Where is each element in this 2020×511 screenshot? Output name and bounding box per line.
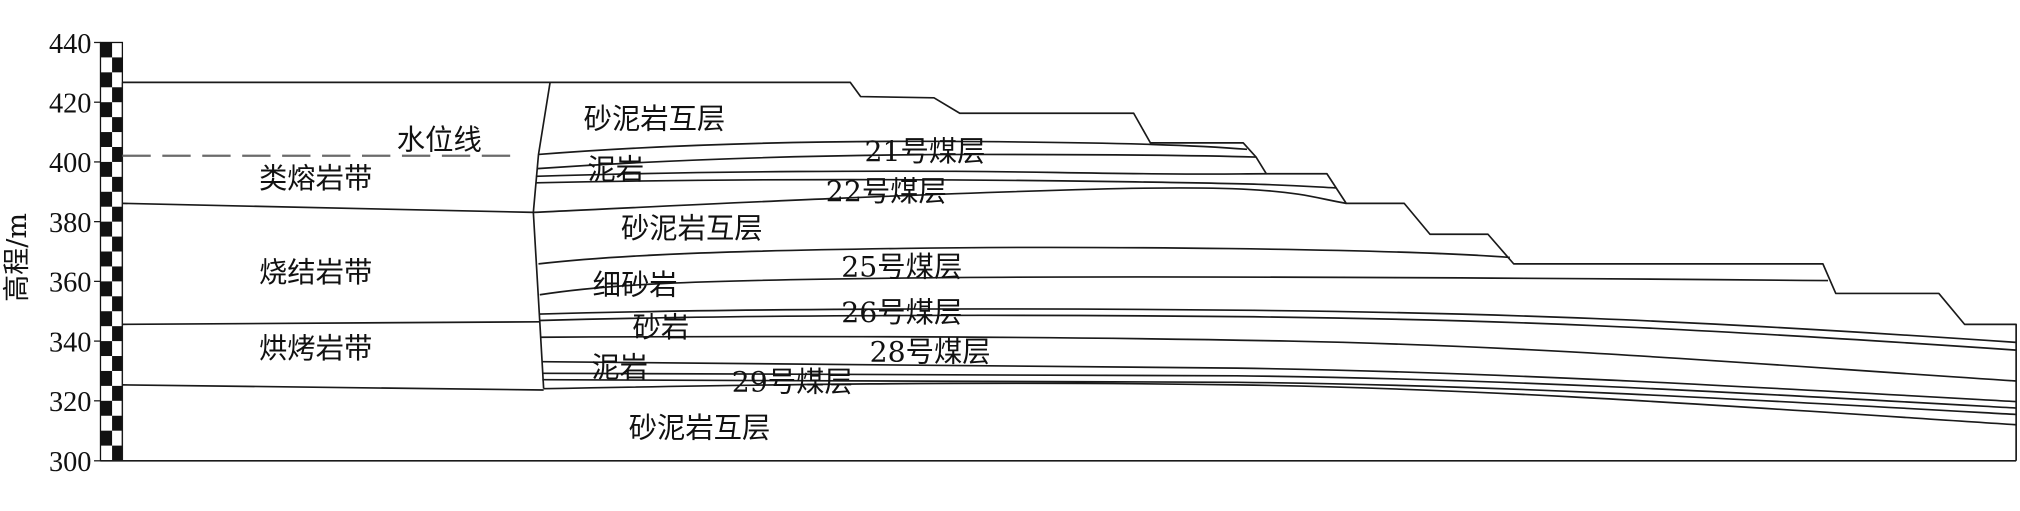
- sintered-baked-boundary: [122, 320, 540, 326]
- y-axis-label: 高程/m: [2, 213, 33, 302]
- scale-segment: [100, 430, 113, 446]
- seam-29-bottom-line: [542, 378, 2017, 416]
- seam-29-top-line: [542, 372, 2017, 409]
- scale-segment: [100, 281, 113, 297]
- scale-segment: [112, 296, 123, 312]
- label-seam-29: 29号煤层: [732, 365, 853, 398]
- fusion-sintered-boundary: [122, 202, 534, 214]
- lower-sand-mud-top-line: [543, 382, 2017, 426]
- mudstone-base-line: [535, 170, 1267, 178]
- scale-segment: [100, 341, 113, 357]
- label-sandstone: 砂岩: [633, 311, 690, 344]
- seam-28-top-line: [541, 335, 2017, 382]
- y-tick-label: 320: [49, 387, 91, 418]
- label-mudstone-upper: 泥岩: [587, 153, 644, 186]
- y-tick-label: 360: [49, 268, 91, 299]
- y-tick-label: 380: [49, 208, 91, 239]
- scale-segment: [100, 161, 113, 177]
- scale-segment: [112, 206, 123, 222]
- scale-segment: [112, 176, 123, 192]
- scale-segment: [112, 415, 123, 431]
- scale-segment: [100, 132, 113, 147]
- ground-surface-profile: [122, 81, 2017, 461]
- elevation-scale-bar: [99, 41, 124, 462]
- seam-26-top-line: [539, 308, 2017, 344]
- y-tick-label: 440: [49, 29, 91, 60]
- label-seam-22: 22号煤层: [826, 175, 947, 208]
- label-seam-26: 26号煤层: [841, 296, 962, 329]
- y-axis-tick-labels: 440 420 400 380 360 340 320 300: [49, 29, 91, 478]
- scale-segment: [112, 385, 123, 401]
- scale-segment: [112, 87, 123, 103]
- seam-22-top-line: [535, 178, 1336, 189]
- scale-segment: [100, 370, 113, 386]
- y-tick-label: 400: [49, 148, 91, 179]
- seam-25-top-line: [538, 246, 1510, 265]
- label-sand-mud-middle: 砂泥岩互层: [621, 212, 763, 245]
- label-mudstone-lower: 泥岩: [591, 351, 648, 384]
- scale-segment: [100, 42, 113, 58]
- seam-25-bottom-line: [539, 276, 1829, 296]
- label-sand-mud-bottom: 砂泥岩互层: [629, 412, 771, 445]
- scale-segment: [112, 445, 123, 461]
- baked-base-boundary: [122, 384, 544, 391]
- label-sand-mud-top: 砂泥岩互层: [584, 103, 726, 136]
- scale-segment: [100, 251, 113, 267]
- seam-21-top-line: [538, 140, 1248, 156]
- label-seam-25: 25号煤层: [841, 251, 962, 284]
- label-fusion-rock-zone: 类熔岩带: [259, 162, 372, 195]
- seam-22-bottom-line: [533, 187, 1347, 214]
- scale-segment: [100, 191, 113, 207]
- label-seam-21: 21号煤层: [864, 135, 985, 168]
- y-tick-label: 300: [49, 447, 91, 478]
- scale-segment: [112, 117, 123, 133]
- scale-segment: [100, 311, 113, 327]
- seam-26-bottom-line: [539, 314, 2017, 351]
- label-seam-28: 28号煤层: [870, 336, 991, 369]
- label-baked-rock-zone: 烘烤岩带: [259, 332, 372, 365]
- scale-segment: [100, 102, 113, 118]
- scale-segment: [100, 400, 113, 416]
- scale-segment: [112, 146, 123, 162]
- scale-segment: [100, 221, 113, 237]
- scale-segment: [112, 236, 123, 252]
- scale-segment: [112, 356, 123, 371]
- scale-segment: [112, 57, 123, 73]
- y-axis-ticks: [94, 41, 101, 462]
- label-water-level: 水位线: [397, 123, 482, 156]
- scale-segment: [112, 266, 123, 282]
- scale-segment: [100, 72, 113, 88]
- seam-28-bottom-line: [542, 360, 2017, 403]
- label-fine-sandstone: 细砂岩: [593, 269, 678, 302]
- y-tick-label: 340: [49, 327, 91, 358]
- scale-segment: [112, 326, 123, 342]
- burnt-zone-boundary: [532, 82, 551, 389]
- label-sintered-rock-zone: 烧结岩带: [259, 256, 372, 289]
- y-tick-label: 420: [49, 89, 91, 120]
- seam-21-bottom-line: [537, 153, 1257, 170]
